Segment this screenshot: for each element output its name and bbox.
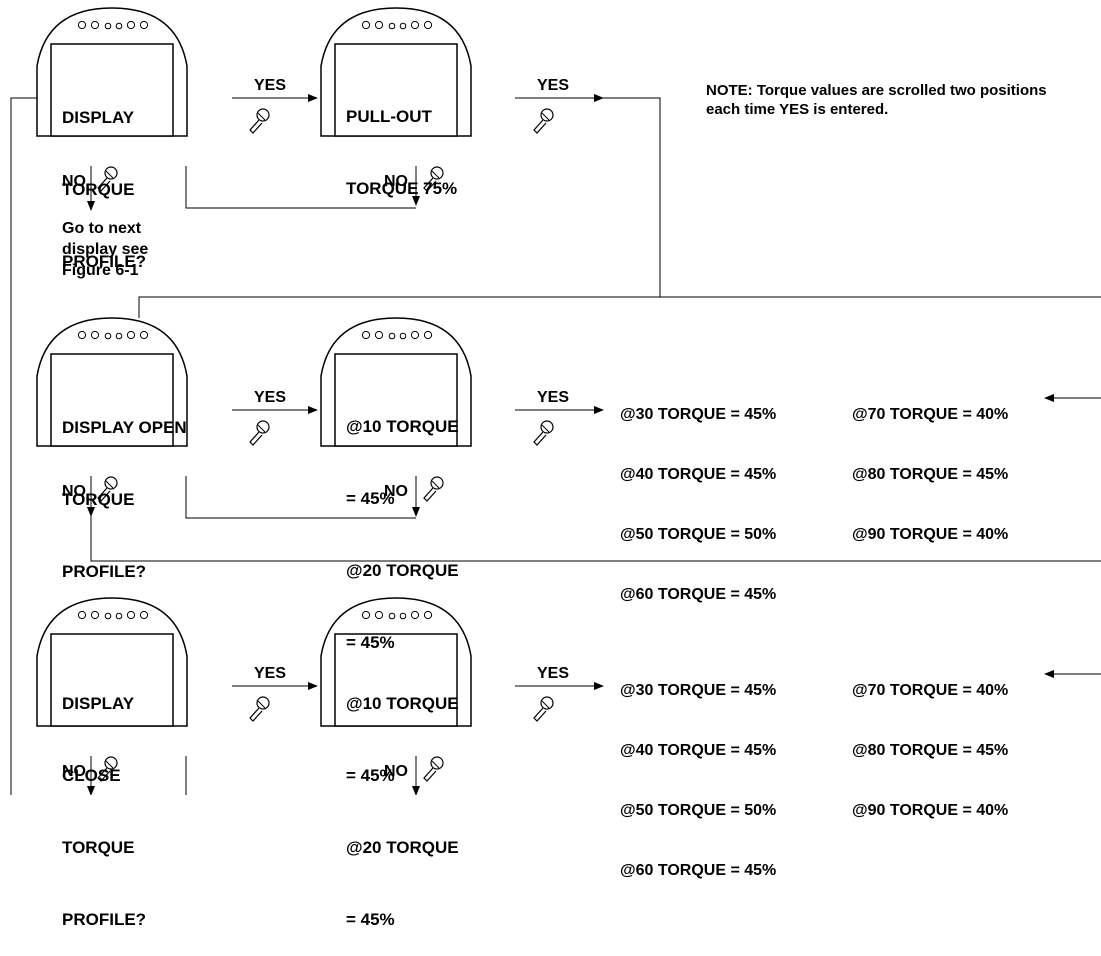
screen-display-torque-profile: DISPLAY TORQUE PROFILE? (62, 58, 146, 298)
screen-line: @10 TORQUE (346, 694, 459, 713)
screen-line: PROFILE? (62, 910, 147, 929)
no-label: NO (384, 763, 408, 780)
torque-value: @30 TORQUE = 45% (620, 406, 777, 423)
flowchart-canvas (10, 7, 1101, 795)
close-torque-values-col2: @70 TORQUE = 40% @80 TORQUE = 45% @90 TO… (852, 641, 1008, 841)
torque-value: @60 TORQUE = 45% (620, 862, 777, 879)
setting-tool-icon (249, 108, 270, 134)
screen-display-close-torque: DISPLAY CLOSE TORQUE PROFILE? (62, 644, 146, 956)
open-torque-values-col2: @70 TORQUE = 40% @80 TORQUE = 45% @90 TO… (852, 365, 1008, 565)
open-torque-values-col1: @30 TORQUE = 45% @40 TORQUE = 45% @50 TO… (620, 365, 776, 625)
screen-line: TORQUE (62, 180, 135, 199)
screen-line: PULL-OUT (346, 107, 432, 126)
screen-line: @10 TORQUE (346, 417, 459, 436)
screen-open-torque-values: @10 TORQUE = 45% @20 TORQUE = 45% (346, 367, 459, 679)
torque-value: @80 TORQUE = 45% (852, 466, 1009, 483)
yes-label: YES (254, 389, 287, 406)
yes-label: YES (537, 665, 570, 682)
no-label: NO (62, 173, 86, 190)
screen-line: = 45% (346, 633, 395, 652)
torque-value: @90 TORQUE = 40% (852, 802, 1009, 819)
close-torque-values-col1: @30 TORQUE = 45% @40 TORQUE = 45% @50 TO… (620, 641, 776, 901)
screen-line: @20 TORQUE (346, 838, 459, 857)
scroll-note: NOTE: Torque values are scrolled two pos… (706, 82, 1047, 118)
go-to-next-display-text: Go to next display see Figure 6-1 (62, 218, 148, 281)
no-label: NO (384, 483, 408, 500)
setting-tool-icon (533, 420, 554, 446)
setting-tool-icon (249, 420, 270, 446)
setting-tool-icon (533, 108, 554, 134)
connector-loop-2 (185, 476, 416, 519)
screen-line: TORQUE 75% (346, 179, 458, 198)
left-return-line (10, 97, 37, 795)
torque-value: @70 TORQUE = 40% (852, 682, 1009, 699)
torque-value: @50 TORQUE = 50% (620, 526, 777, 543)
no-label: NO (384, 173, 408, 190)
torque-value: @70 TORQUE = 40% (852, 406, 1009, 423)
setting-tool-icon (249, 696, 270, 722)
screen-line: = 45% (346, 910, 395, 929)
torque-value: @60 TORQUE = 45% (620, 586, 777, 603)
screen-line: @20 TORQUE (346, 561, 459, 580)
go-next-line: display see (62, 241, 149, 258)
screen-display-open-torque: DISPLAY OPEN TORQUE PROFILE? (62, 368, 187, 608)
yes-label: YES (537, 389, 570, 406)
torque-value: @80 TORQUE = 45% (852, 742, 1009, 759)
go-next-line: Figure 6-1 (62, 262, 139, 279)
screen-line: PROFILE? (62, 252, 147, 271)
screen-line: TORQUE (62, 490, 135, 509)
setting-tool-icon (533, 696, 554, 722)
no-label: NO (62, 763, 86, 780)
screen-line: = 45% (346, 766, 395, 785)
torque-value: @40 TORQUE = 45% (620, 742, 777, 759)
screen-line: DISPLAY (62, 694, 135, 713)
torque-value: @50 TORQUE = 50% (620, 802, 777, 819)
torque-value: @40 TORQUE = 45% (620, 466, 777, 483)
screen-pull-out-torque: PULL-OUT TORQUE 75% (346, 57, 457, 225)
screen-line: PROFILE? (62, 562, 147, 581)
torque-value: @90 TORQUE = 40% (852, 526, 1009, 543)
torque-value: @30 TORQUE = 45% (620, 682, 777, 699)
no-label: NO (62, 483, 86, 500)
screen-close-torque-values: @10 TORQUE = 45% @20 TORQUE = 45% (346, 644, 459, 956)
screen-line: DISPLAY OPEN (62, 418, 187, 437)
connector-to-close (90, 516, 1101, 562)
screen-line: DISPLAY (62, 108, 135, 127)
screen-line: TORQUE (62, 838, 135, 857)
yes-label: YES (537, 77, 570, 94)
screen-line: = 45% (346, 489, 395, 508)
yes-label: YES (254, 665, 287, 682)
connector-loop-1 (185, 166, 416, 209)
screen-line: CLOSE (62, 766, 121, 785)
yes-label: YES (254, 77, 287, 94)
go-next-line: Go to next (62, 220, 142, 237)
